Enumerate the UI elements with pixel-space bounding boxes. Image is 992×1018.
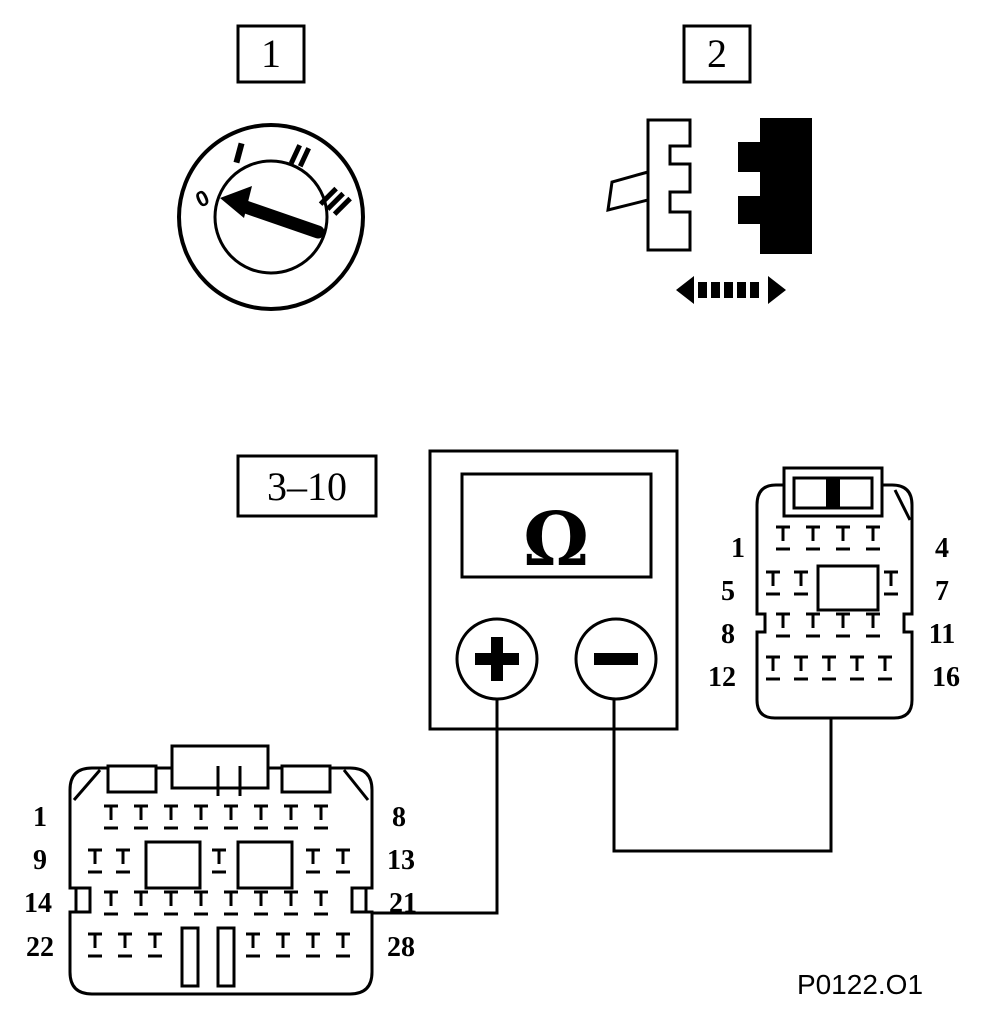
test-leads [346,682,833,915]
ohm-symbol: Ω [523,497,589,583]
step-2-label: 2 [707,31,727,76]
large-pin-9: 9 [33,845,47,876]
small-pin-5: 5 [721,576,735,607]
ignition-switch-icon: 0 [177,123,365,311]
step-3-10-label-box: 3–10 [236,454,378,518]
reference-code: P0122.O1 [797,969,923,1000]
connector-small: 1 4 5 7 8 11 12 16 [708,466,960,720]
negative-lead [612,682,833,853]
small-pin-4: 4 [935,533,949,564]
small-pin-8: 8 [721,619,735,650]
step-1-label-box: 1 [236,24,306,84]
positive-lead [346,699,499,915]
large-pin-21: 21 [389,888,417,919]
connector-large: 1 8 9 13 14 21 22 28 [24,744,417,996]
step-1-label: 1 [261,31,281,76]
large-pin-14: 14 [24,888,52,919]
meter-display [460,472,653,579]
small-pin-16: 16 [932,662,960,693]
large-pin-22: 22 [26,932,54,963]
large-pin-8: 8 [392,802,406,833]
step-2-label-box: 2 [682,24,752,84]
ohmmeter-icon: Ω [428,449,679,731]
connector-unplug-icon [606,118,812,304]
large-pin-1: 1 [33,802,47,833]
step-3-10-label: 3–10 [267,464,347,509]
small-pin-7: 7 [935,576,949,607]
small-pin-12: 12 [708,662,736,693]
large-pin-28: 28 [387,932,415,963]
small-pin-11: 11 [929,619,955,650]
large-pin-13: 13 [387,845,415,876]
small-pin-1: 1 [731,533,745,564]
